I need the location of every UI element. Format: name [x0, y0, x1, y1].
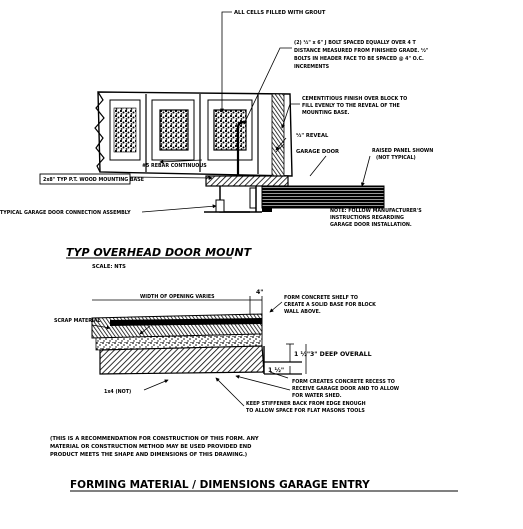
note-raised-panel-1: RAISED PANEL SHOWN	[372, 148, 433, 154]
note-ply-top: 1x3 (NOT)	[150, 320, 177, 326]
note-bolt-4: INCREMENTS	[294, 64, 330, 70]
note-recess-1: FORM CREATES CONCRETE RECESS TO	[292, 379, 395, 385]
note-stiffener-2: TO ALLOW SPACE FOR FLAT MASONS TOOLS	[246, 408, 365, 414]
note-bolt-2: DISTANCE MEASURED FROM FINISHED GRADE. ½…	[294, 47, 429, 54]
note-rebar: #5 REBAR CONTINUOUS	[142, 163, 207, 169]
dim-overall: 3" DEEP OVERALL	[310, 351, 372, 358]
note-cells-filled: ALL CELLS FILLED WITH GROUT	[234, 10, 326, 16]
note-ply-bottom: 1x4 (NOT)	[104, 389, 131, 395]
form-layers	[91, 313, 302, 375]
note-reveal: ½" REVEAL	[296, 132, 329, 139]
note-recess-3: FOR WATER SHED.	[292, 393, 342, 399]
note-stiffener-1: KEEP STIFFENER BACK FROM EDGE ENOUGH	[246, 401, 366, 407]
forming-material-detail: WIDTH OF OPENING VARIES 4"	[50, 289, 458, 492]
dim-width-opening: WIDTH OF OPENING VARIES	[140, 294, 215, 300]
note-manufacturer-3: GARAGE DOOR INSTALLATION.	[330, 222, 412, 228]
disclaimer-1: (THIS IS A RECOMMENDATION FOR CONSTRUCTI…	[50, 436, 259, 442]
note-mounting-base: 2x8" TYP P.T. WOOD MOUNTING BASE	[43, 177, 144, 183]
block-wall	[94, 91, 293, 177]
wood-mounting-base	[205, 175, 289, 187]
dim-1-half-low: 1 ½"	[268, 366, 284, 374]
note-garage-door: GARAGE DOOR	[296, 149, 339, 155]
note-manufacturer-1: NOTE: FOLLOW MANUFACTURER'S	[330, 208, 422, 214]
leaders-bottom	[91, 301, 291, 407]
overhead-door-mount-detail: ALL CELLS FILLED WITH GROUT (2) ½" x 6" …	[0, 10, 433, 270]
dim-1-half: 1 ½"	[294, 350, 310, 358]
note-connection: TYPICAL GARAGE DOOR CONNECTION ASSEMBLY	[0, 210, 131, 216]
note-finish-2: FILL EVENLY TO THE REVEAL OF THE	[302, 103, 400, 109]
disclaimer-2: MATERIAL OR CONSTRUCTION METHOD MAY BE U…	[50, 444, 252, 450]
scale-top: SCALE: NTS	[92, 264, 126, 270]
note-bolt-1: (2) ½" x 6" J BOLT SPACED EQUALLY OVER 4…	[294, 39, 417, 46]
note-scrap: SCRAP MATERIAL	[54, 318, 100, 324]
note-raised-panel-2: (NOT TYPICAL)	[376, 155, 416, 161]
note-recess-2: RECEIVE GARAGE DOOR AND TO ALLOW	[292, 386, 400, 392]
disclaimer-3: PRODUCT MEETS THE SHAPE AND DIMENSIONS O…	[50, 452, 247, 458]
note-bolt-3: BOLTS IN HEADER FACE TO BE SPACED @ 4" O…	[294, 56, 424, 62]
note-manufacturer-2: INSTRUCTIONS REGARDING	[330, 215, 404, 221]
note-form-2: CREATE A SOLID BASE FOR BLOCK	[284, 302, 376, 308]
dim-4in: 4"	[256, 289, 264, 296]
mounting-base-label-box	[39, 173, 131, 185]
leaders-top	[129, 11, 371, 213]
note-finish-3: MOUNTING BASE.	[302, 110, 350, 116]
garage-door	[249, 185, 385, 212]
dimension-depth	[286, 343, 307, 375]
note-form-3: WALL ABOVE.	[284, 309, 321, 315]
title-top: TYP OVERHEAD DOOR MOUNT	[66, 246, 253, 259]
note-finish-1: CEMENTITIOUS FINISH OVER BLOCK TO	[302, 96, 407, 102]
note-form-1: FORM CONCRETE SHELF TO	[284, 295, 358, 301]
title-bottom: FORMING MATERIAL / DIMENSIONS GARAGE ENT…	[70, 479, 370, 491]
